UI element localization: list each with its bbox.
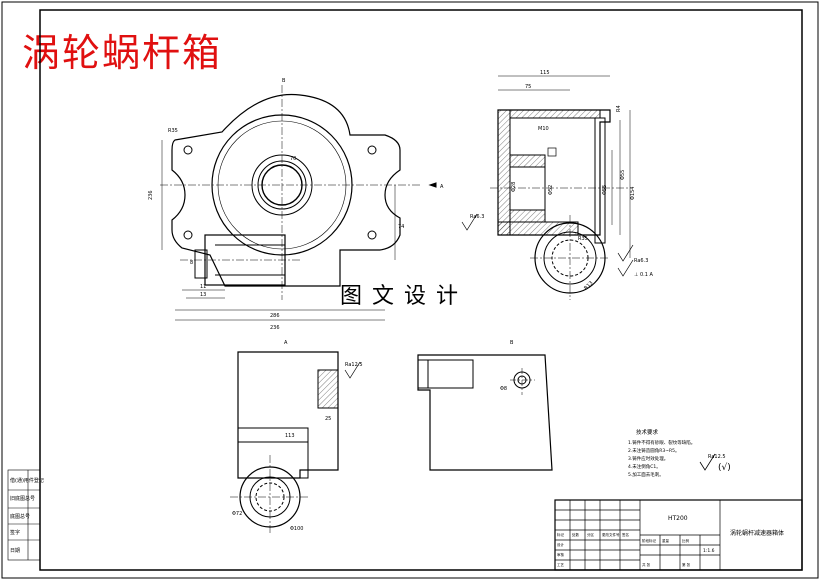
dim-label: 75 [525, 84, 531, 90]
dim-label: Φ72 [232, 511, 242, 517]
dim-label: 236 [270, 325, 280, 331]
roughness-label: Ra6.3 [470, 214, 484, 220]
roughness-note: Ra12.5 (√) [699, 453, 731, 473]
left-strip-label: 借(通)用件登记 [10, 477, 44, 484]
design-watermark: 图文设计 [340, 284, 469, 309]
dim-label: 11 [200, 284, 206, 290]
title-block-label: 更改文件号 [602, 532, 620, 537]
title-block-label: 共 张 [642, 562, 651, 567]
dim-label: R4 [616, 105, 622, 112]
tech-heading: 技术要求 [636, 428, 659, 436]
section-a-labels: A 113 25 Φ72 Φ100 Ra12.5 [232, 340, 363, 532]
dim-label: 8 [190, 260, 193, 266]
left-strip-label: 底图总号 [10, 513, 30, 520]
title-block-label: 比例 [682, 538, 690, 543]
dim-label: 74 [398, 224, 404, 230]
title-block-label: 处数 [572, 532, 580, 537]
dim-label: 13 [200, 292, 206, 298]
section-mark: A [284, 340, 288, 346]
title-block-label: 第 张 [682, 562, 691, 567]
roughness-note-suffix: (√) [718, 462, 731, 473]
dim-label: Φ55 [620, 170, 626, 180]
tech-item: 2.未注铸造圆角R3~R5。 [628, 447, 680, 454]
title-block-label: 工艺 [557, 562, 565, 567]
tech-item: 3.铸件应时效处理。 [628, 455, 668, 462]
front-view [160, 85, 437, 321]
dim-label: 286 [270, 313, 280, 319]
left-strip-label: 日期 [10, 548, 20, 554]
left-strip-table [7, 469, 41, 561]
title-block-label: 签名 [622, 532, 629, 537]
side-view [461, 75, 634, 300]
scale-label: 1:1.6 [703, 548, 715, 554]
inner-border [39, 9, 803, 571]
dim-label: Φ52 [548, 185, 554, 195]
side-view-labels: 115 75 Φ55 Φ154 Φ55 Φ52 Φ28 M10 R4 R35 R… [470, 70, 653, 291]
dim-label: 236 [148, 190, 154, 200]
dim-label: Φ154 [630, 187, 636, 200]
dim-label: R13 [583, 280, 594, 291]
dim-label: 113 [285, 433, 295, 439]
material-label: HT200 [668, 515, 688, 522]
title-block-text: HT200 涡轮蜗杆减速器箱体 1:1.6 标记 处数 分区 更改文件号 签名 … [557, 515, 784, 567]
dim-label: R35 [168, 128, 178, 134]
part-name-label: 涡轮蜗杆减速器箱体 [730, 529, 784, 537]
dim-label: 25 [325, 416, 331, 422]
title-block-label: 审核 [557, 552, 565, 557]
dim-label: 70 [290, 156, 296, 162]
left-strip-label: 签字 [10, 529, 20, 536]
title-block-label: 设计 [557, 542, 565, 547]
left-strip-labels: 借(通)用件登记 旧底图总号 底图总号 签字 日期 [10, 477, 44, 554]
roughness-note-symbol: Ra12.5 [708, 454, 726, 460]
title-block-label: 标记 [557, 532, 565, 537]
tech-requirements: 技术要求 1.铸件不得有砂眼、裂纹等缺陷。 2.未注铸造圆角R3~R5。 3.铸… [628, 428, 695, 478]
front-view-labels: 286 236 236 74 11 13 8 R35 70 B A [148, 78, 444, 331]
tech-item: 1.铸件不得有砂眼、裂纹等缺陷。 [628, 439, 695, 446]
dim-label: Φ100 [290, 526, 303, 532]
tech-item: 4.未注倒角C1。 [628, 463, 661, 470]
section-mark: A [440, 184, 444, 190]
roughness-label: Ra12.5 [345, 362, 363, 368]
section-mark: B [282, 78, 286, 84]
dim-label: R35 [578, 236, 588, 242]
title-block [554, 499, 803, 571]
dim-label: 115 [540, 70, 550, 76]
title-block-label: 分区 [587, 532, 595, 537]
section-b-view [417, 354, 553, 471]
title-watermark: 涡轮蜗杆箱 [22, 31, 223, 75]
dim-label: Φ8 [500, 386, 507, 392]
title-block-label: 重量 [662, 538, 670, 543]
tech-item: 5.加工面去毛刺。 [628, 471, 664, 478]
dim-label: M10 [538, 126, 549, 132]
section-a-view [230, 351, 361, 535]
dim-label: Φ55 [602, 185, 608, 195]
section-mark: B [510, 340, 514, 346]
roughness-label: Ra6.3 [634, 258, 648, 264]
title-block-label: 阶段标记 [642, 538, 656, 543]
dim-label: Φ28 [511, 182, 517, 192]
section-b-labels: B Φ8 [500, 340, 514, 392]
tolerance-label: ⊥ 0.1 A [634, 272, 653, 278]
left-strip-label: 旧底图总号 [10, 495, 35, 502]
